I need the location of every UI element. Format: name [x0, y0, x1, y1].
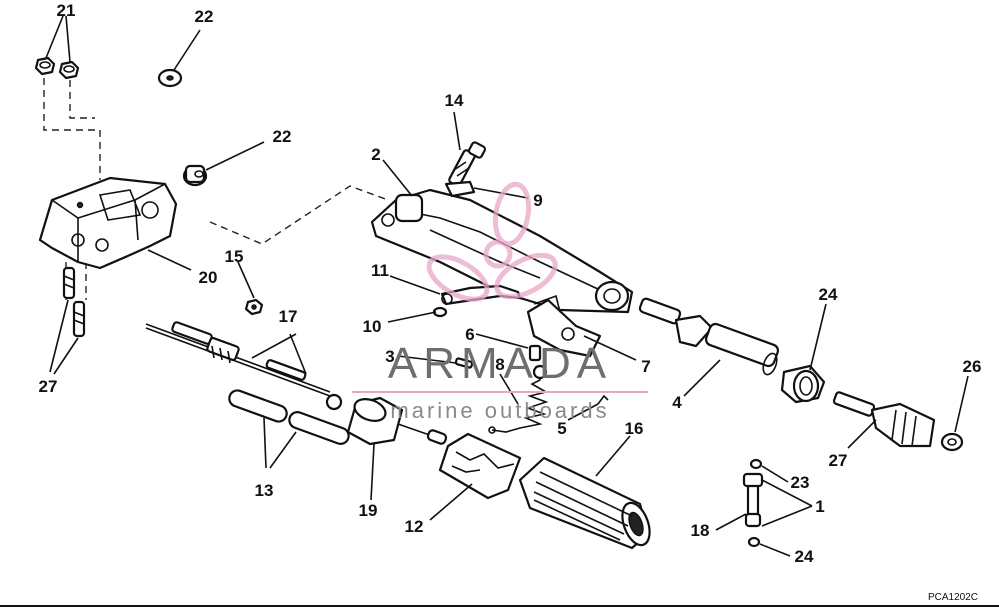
drawing-code: PCA1202C: [928, 592, 978, 603]
bushing-part-22: [182, 164, 208, 187]
callout-13: 13: [255, 481, 274, 500]
bracket-part-7: [526, 294, 602, 358]
callout-26: 27: [829, 451, 848, 470]
callout-12: 12: [405, 517, 424, 536]
callout-20: 20: [199, 268, 218, 287]
callout-22-mid: 22: [273, 127, 292, 146]
callout-10: 10: [363, 317, 382, 336]
armada-watermark: ARMADA marine outboards: [352, 181, 648, 423]
hardware-part-1: [742, 472, 764, 488]
callout-2: 2: [371, 145, 380, 164]
callout-27: 27: [39, 377, 58, 396]
clip-part-9: [444, 180, 476, 198]
ring-part-24: [780, 364, 826, 404]
callout-labels: 21 22 22 20 15 27 2 14 9 11 10 6 3 8 7 5…: [39, 1, 982, 566]
nut-part-15: [244, 298, 264, 316]
callout-25: 26: [963, 357, 982, 376]
callout-19: 19: [359, 501, 378, 520]
callout-6: 6: [465, 325, 474, 344]
callout-3: 3: [385, 347, 394, 366]
callout-5: 5: [557, 419, 566, 438]
pin-part-18: [744, 476, 762, 528]
bolt-part-14: [448, 141, 487, 187]
handle-grip-part-16: [518, 456, 651, 550]
callout-8: 8: [495, 355, 504, 374]
watermark-name: ARMADA: [388, 339, 612, 388]
pin-part-3: [454, 357, 474, 369]
nut-part-21: [34, 56, 80, 80]
cylinder-part-19: [346, 396, 448, 446]
screw-part-27: [62, 266, 86, 338]
spring-end-part-5: [597, 394, 609, 405]
callout-4: 4: [672, 393, 682, 412]
callout-24: 24: [819, 285, 838, 304]
callout-18: 18: [691, 521, 710, 540]
callout-14: 14: [445, 91, 464, 110]
cable-part-17: [145, 321, 343, 411]
callout-22-top: 22: [195, 7, 214, 26]
pin-part-6: [528, 344, 542, 362]
washer-part-23-bottom: [747, 536, 761, 548]
callout-23-top: 23: [791, 473, 810, 492]
callout-11: 11: [371, 261, 389, 280]
shaft-part-4: [638, 297, 780, 376]
grip-inner-part-12: [438, 432, 522, 500]
spring-part-8: [488, 364, 549, 434]
washer-part-22-top: [157, 68, 183, 88]
tiller-arm-part-2: [370, 188, 634, 314]
leader-lines: [45, 15, 969, 557]
washer-part-23-top: [749, 458, 763, 470]
cap-part-25: [940, 432, 964, 452]
callout-9: 9: [533, 191, 542, 210]
callout-17: 17: [279, 307, 298, 326]
throttle-shaft-part-26: [832, 391, 936, 448]
sleeve-part-13: [228, 389, 350, 445]
bracket-part-20: [38, 176, 178, 270]
callout-16: 16: [625, 419, 644, 438]
propeller-logo: [426, 181, 558, 302]
callout-1: 1: [815, 497, 824, 516]
callout-15: 15: [225, 247, 244, 266]
callout-7: 7: [641, 357, 650, 376]
watermark-tagline: marine outboards: [390, 398, 609, 423]
callout-21: 21: [57, 1, 76, 20]
callout-23-bottom: 24: [795, 547, 814, 566]
